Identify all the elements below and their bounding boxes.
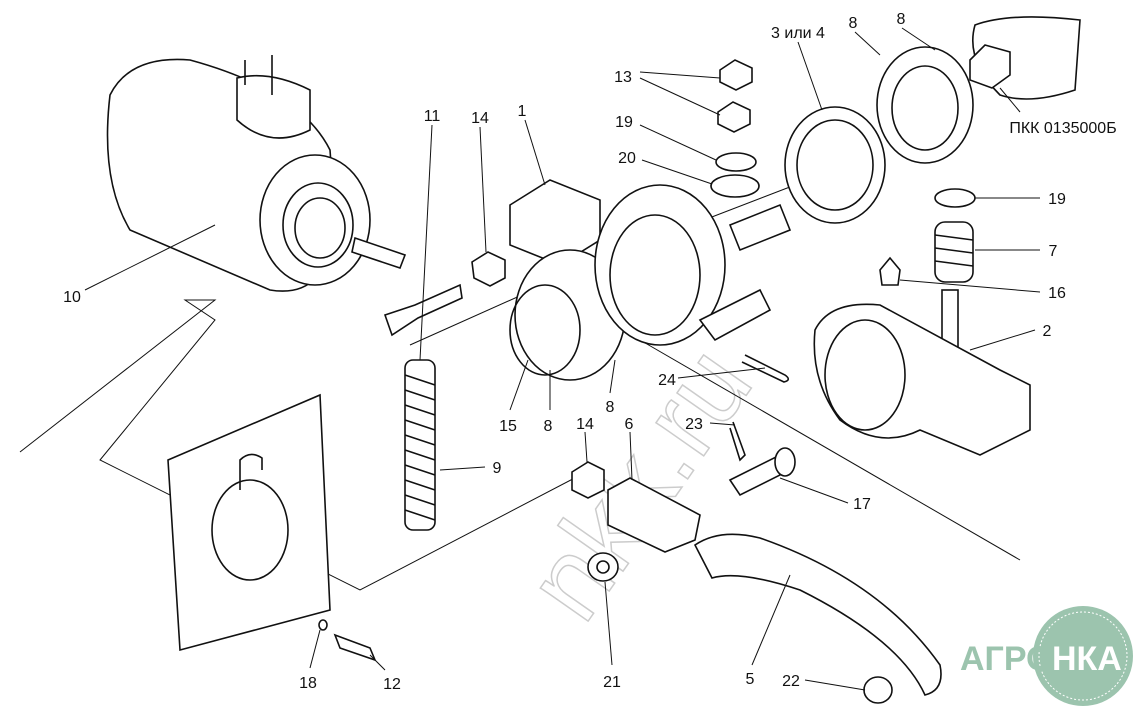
clip-part-18: [318, 619, 328, 631]
label-16: 16: [1048, 285, 1066, 302]
grease-fitting-part-16: [879, 256, 901, 286]
washer-part-19b: [934, 188, 976, 208]
label-24: 24: [658, 372, 676, 389]
label-23: 23: [685, 416, 703, 433]
label-19: 19: [615, 114, 633, 131]
washer-part-20: [710, 174, 760, 198]
label-5: 5: [746, 671, 755, 688]
housing: [594, 184, 726, 346]
housing-part-2: [813, 303, 1031, 456]
washer-part-22: [863, 676, 893, 704]
label-8: 8: [849, 15, 858, 32]
label-14: 14: [576, 416, 594, 433]
label-9: 9: [493, 460, 502, 477]
label-12: 12: [383, 676, 401, 693]
nut-part-13b: [717, 101, 751, 133]
ring-part-15: [509, 284, 581, 376]
spring-part-9: [404, 359, 436, 531]
mounting-plate: [167, 393, 331, 652]
label-8: 8: [897, 11, 906, 28]
nut-part-14b: [571, 461, 605, 499]
label-14: 14: [471, 110, 489, 127]
cotter-part-24: [741, 354, 790, 383]
label-17: 17: [853, 496, 871, 513]
label-1: 1: [518, 103, 527, 120]
ring-part-8: [876, 46, 974, 164]
label-20: 20: [618, 150, 636, 167]
part-code-label: ПКК 0135000Б: [1009, 120, 1116, 137]
bolt-part-11: [383, 283, 463, 337]
label-22: 22: [782, 673, 800, 690]
label-6: 6: [625, 416, 634, 433]
lever-part-5: [693, 533, 942, 696]
label-15: 15: [499, 418, 517, 435]
label-2: 2: [1043, 323, 1052, 340]
motor-part-10: [106, 55, 407, 292]
nut-part-14: [471, 251, 506, 287]
label-3-or-4: 3 или 4: [771, 25, 825, 42]
nut-part-13a: [719, 59, 753, 91]
pin-part-12: [333, 633, 377, 662]
cotter-part-23: [729, 421, 746, 462]
washer-part-21: [587, 552, 619, 582]
bushing-part-3-4: [784, 106, 886, 224]
logo-text-left: АГРО: [960, 640, 1053, 678]
label-18: 18: [299, 675, 317, 692]
agronka-logo: АГРО НКА: [960, 606, 1133, 706]
clevis-part-6: [607, 477, 701, 553]
label-21: 21: [603, 674, 621, 691]
logo-text-right: НКА: [1052, 640, 1122, 678]
label-19: 19: [1048, 191, 1066, 208]
label-7: 7: [1049, 243, 1058, 260]
label-8: 8: [606, 399, 615, 416]
label-11: 11: [424, 108, 441, 125]
label-8: 8: [544, 418, 553, 435]
label-10: 10: [63, 289, 81, 306]
washer-part-19: [715, 152, 757, 172]
label-13: 13: [614, 69, 632, 86]
